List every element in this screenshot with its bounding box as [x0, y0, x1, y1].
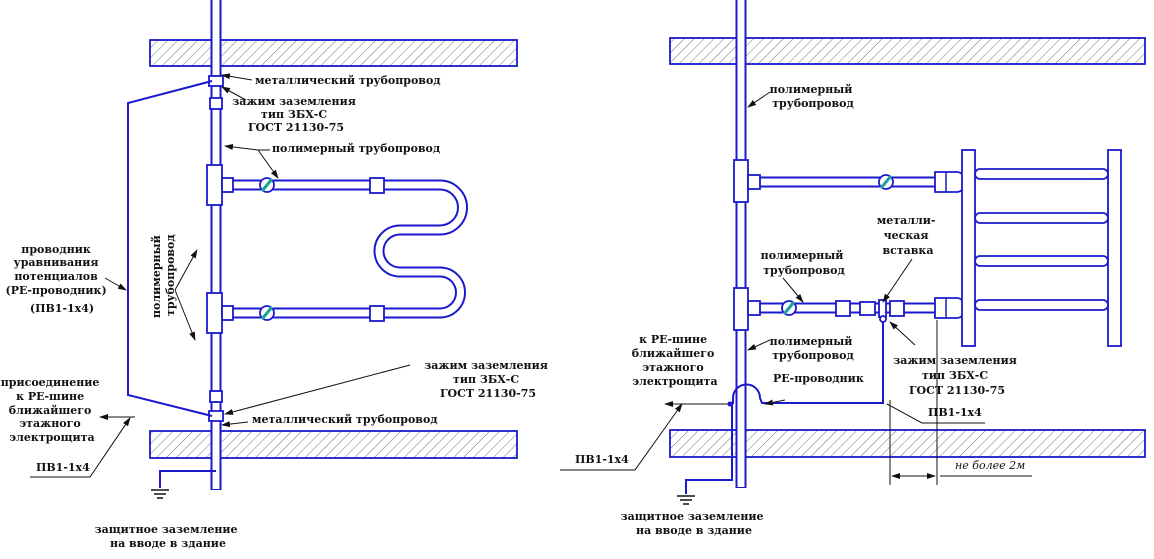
- valve-icon: [258, 176, 276, 194]
- radiator-fitting: [934, 171, 966, 193]
- ground-wire: [159, 470, 216, 488]
- label-pe-conductor: проводник уравнивания потенциалов (РЕ-пр…: [5, 243, 110, 315]
- valve-icon: [780, 299, 798, 317]
- label-connection: присоединение к РЕ-шине ближайшего этажн…: [1, 376, 104, 444]
- pe-conductor: [728, 322, 884, 404]
- label-wire-type: ПВ1-1х4: [36, 461, 90, 474]
- ceiling-slab: [669, 37, 1146, 65]
- coupling: [835, 300, 851, 317]
- radiator-fitting: [934, 297, 966, 319]
- label-polymer-pipe-mid: полимерный трубопровод: [761, 249, 848, 277]
- label-pe-conductor: РЕ-проводник: [773, 372, 864, 385]
- floor-slab: [149, 430, 518, 459]
- label-clamp-top: зажим заземления тип ЗБХ-С ГОСТ 21130-75: [232, 95, 359, 134]
- pe-conductor: [127, 80, 213, 417]
- towel-dryer-coil: [222, 179, 468, 319]
- label-clamp-bottom: зажим заземления тип ЗБХ-С ГОСТ 21130-75: [424, 359, 551, 400]
- left-scheme: металлический трубопровод зажим заземлен…: [1, 0, 551, 550]
- valve-icon: [877, 173, 895, 191]
- ceiling-slab: [149, 39, 518, 67]
- label-polymer-pipe-vertical: полимерный трубопровод: [150, 231, 177, 318]
- valve-icon: [258, 304, 276, 322]
- metal-insert: [878, 299, 887, 318]
- towel-ladder: [961, 149, 1122, 347]
- ground-icon: [676, 495, 696, 505]
- coupling: [369, 305, 385, 322]
- floor-slab: [669, 429, 1146, 458]
- ground-icon: [150, 489, 170, 499]
- tee-upper: [206, 164, 223, 206]
- tee-lower: [733, 287, 749, 331]
- label-wire-type-left: ПВ1-1х4: [575, 453, 629, 466]
- right-scheme: полимерный трубопровод металли- ческая в…: [560, 0, 1146, 537]
- label-metal-pipe-bottom: металлический трубопровод: [252, 413, 438, 426]
- label-metal-pipe-top: металлический трубопровод: [255, 74, 441, 87]
- label-ground: защитное заземление на вводе в здание: [95, 523, 242, 550]
- label-wire-type-right: ПВ1-1х4: [928, 406, 982, 419]
- label-polymer-pipe: полимерный трубопровод: [272, 142, 440, 155]
- coupling: [369, 177, 385, 194]
- ground-clamp: [879, 315, 887, 323]
- tee-upper: [733, 159, 749, 203]
- label-ground: защитное заземление на вводе в здание: [621, 510, 768, 537]
- tee-lower: [206, 292, 223, 334]
- label-distance: не более 2м: [955, 459, 1025, 472]
- label-polymer-pipe-low: полимерный трубопровод: [770, 335, 857, 362]
- ground-wire: [685, 403, 733, 494]
- label-clamp: зажим заземления тип ЗБХ-С ГОСТ 21130-75: [893, 354, 1020, 397]
- label-connection: к РЕ-шине ближайшего этажного электрощит…: [632, 333, 718, 388]
- label-metal-insert: металли- ческая вставка: [877, 214, 940, 257]
- coupling: [889, 300, 905, 317]
- label-polymer-pipe-top: полимерный трубопровод: [770, 83, 857, 110]
